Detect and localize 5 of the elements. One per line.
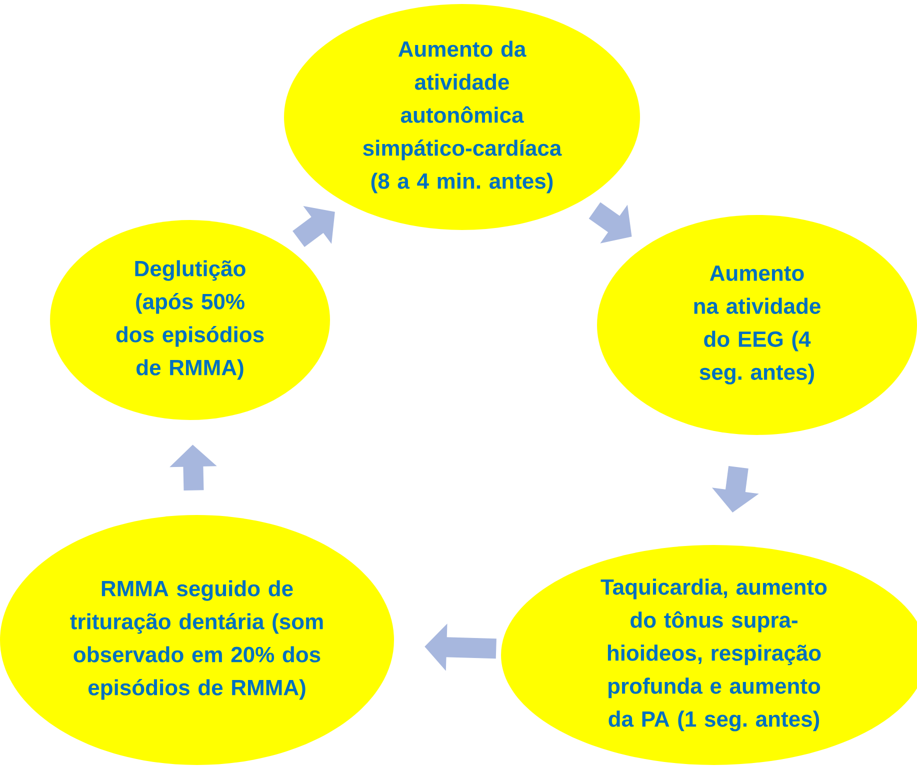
ellipse-node: Deglutição (após 50% dos episódios de RMMA) bbox=[50, 220, 330, 420]
ellipse-node: Aumento da atividade autonômica simpático-cardíaca (8 a 4 min. antes) bbox=[284, 4, 640, 230]
block-arrow bbox=[292, 206, 335, 248]
ellipse-node: Aumento na atividade do EEG (4 seg. antes) bbox=[597, 214, 917, 435]
ellipse-node: RMMA seguido de trituração dentária (som observado em 20% dos episódios de RMMA) bbox=[0, 514, 394, 765]
